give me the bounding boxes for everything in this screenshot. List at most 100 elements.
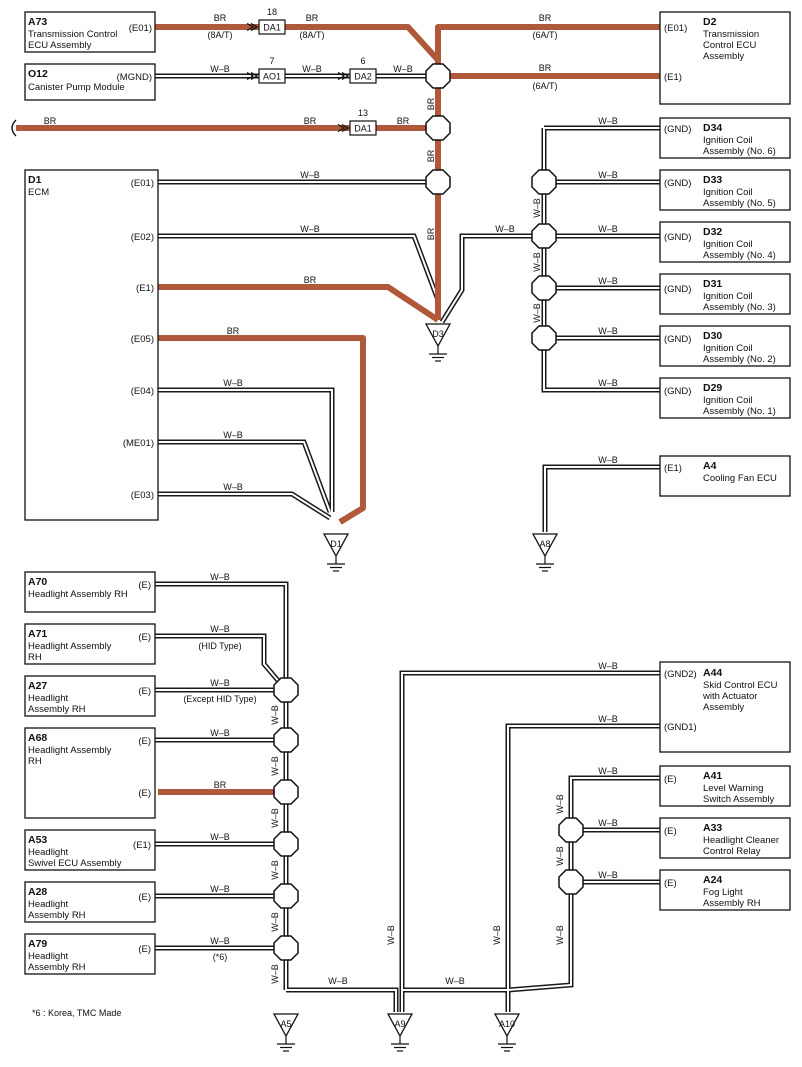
svg-text:W–B: W–B [386,925,396,945]
svg-text:W–B: W–B [555,846,565,866]
component-a53: A53 Headlight Swivel ECU Assembly (E1) [24,829,156,871]
svg-text:(8A/T): (8A/T) [207,30,232,40]
svg-text:A4: A4 [703,460,717,472]
svg-text:A24: A24 [703,874,722,886]
svg-text:BR: BR [304,116,317,126]
connector-ao1: AO1 7 [246,56,286,84]
svg-text:DA1: DA1 [354,124,372,134]
svg-text:(E05): (E05) [131,334,154,345]
svg-text:Headlight Cleaner: Headlight Cleaner [703,835,779,846]
svg-text:(*6): (*6) [213,952,228,962]
svg-text:BR: BR [539,13,552,23]
svg-text:A41: A41 [703,770,722,782]
svg-text:A70: A70 [28,576,47,588]
component-a4: (E1) A4 Cooling Fan ECU [659,455,791,497]
svg-text:(GND2): (GND2) [664,669,697,680]
svg-text:A10: A10 [499,1019,515,1029]
svg-text:(E1): (E1) [664,72,682,83]
svg-text:Ignition Coil: Ignition Coil [703,343,753,354]
component-a27: A27 Headlight Assembly RH (E) [24,675,156,717]
svg-text:RH: RH [28,756,42,767]
component-a79: A79 Headlight Assembly RH (E) [24,933,156,975]
svg-text:Headlight Assembly: Headlight Assembly [28,745,112,756]
svg-text:W–B: W–B [598,224,618,234]
svg-text:BR: BR [304,275,317,285]
svg-text:(E): (E) [664,826,677,837]
svg-text:AO1: AO1 [263,72,281,82]
svg-text:D29: D29 [703,382,722,394]
svg-text:(GND): (GND) [664,124,691,135]
svg-text:(GND): (GND) [664,178,691,189]
svg-text:(E02): (E02) [131,232,154,243]
svg-text:A8: A8 [539,539,550,549]
component-d2: (E01) (E1) D2 Transmission Control ECU A… [659,11,791,105]
svg-text:W–B: W–B [598,116,618,126]
svg-text:A53: A53 [28,834,47,846]
svg-text:W–B: W–B [598,714,618,724]
svg-text:Assembly (No. 6): Assembly (No. 6) [703,146,776,157]
svg-text:W–B: W–B [210,832,230,842]
wb-wire-layer [155,73,660,1012]
svg-text:W–B: W–B [492,925,502,945]
svg-text:D31: D31 [703,278,722,290]
svg-text:(ME01): (ME01) [123,438,154,449]
svg-text:Assembly (No. 1): Assembly (No. 1) [703,406,776,417]
svg-text:(E01): (E01) [129,23,152,34]
svg-text:W–B: W–B [328,976,348,986]
svg-text:with Actuator: with Actuator [702,691,757,702]
component-d29: (GND) D29 Ignition Coil Assembly (No. 1) [659,377,791,419]
svg-text:(E): (E) [664,774,677,785]
wire-labels: BR (8A/T) BR (8A/T) BR (6A/T) BR (6A/T) … [44,13,618,986]
svg-text:Control ECU: Control ECU [703,40,756,51]
svg-text:BR: BR [44,116,57,126]
svg-text:W–B: W–B [598,455,618,465]
svg-text:W–B: W–B [598,766,618,776]
svg-text:W–B: W–B [598,378,618,388]
svg-text:(E): (E) [138,944,151,955]
svg-text:A68: A68 [28,732,47,744]
connector-da1-mid: DA1 13 [337,108,377,136]
svg-text:(GND): (GND) [664,284,691,295]
svg-text:A5: A5 [280,1019,291,1029]
svg-text:D32: D32 [703,226,722,238]
svg-text:W–B: W–B [210,936,230,946]
svg-text:13: 13 [358,108,368,118]
svg-text:Assembly (No. 2): Assembly (No. 2) [703,354,776,365]
svg-text:(8A/T): (8A/T) [299,30,324,40]
svg-text:BR: BR [397,116,410,126]
svg-text:W–B: W–B [210,624,230,634]
svg-text:A9: A9 [394,1019,405,1029]
component-a71: A71 Headlight Assembly RH (E) [24,623,156,665]
svg-text:W–B: W–B [532,252,542,272]
svg-text:A27: A27 [28,680,47,692]
svg-text:Assembly RH: Assembly RH [28,910,86,921]
svg-text:W–B: W–B [270,705,280,725]
svg-text:(6A/T): (6A/T) [532,30,557,40]
svg-text:W–B: W–B [445,976,465,986]
svg-text:W–B: W–B [300,224,320,234]
svg-text:Ignition Coil: Ignition Coil [703,395,753,406]
svg-text:ECM: ECM [28,187,49,198]
svg-text:Assembly: Assembly [703,702,744,713]
svg-text:Headlight: Headlight [28,847,68,858]
component-d32: (GND) D32 Ignition Coil Assembly (No. 4) [659,221,791,263]
component-d31: (GND) D31 Ignition Coil Assembly (No. 3) [659,273,791,315]
svg-text:D33: D33 [703,174,722,186]
svg-text:W–B: W–B [210,64,230,74]
svg-text:(E1): (E1) [136,283,154,294]
svg-text:W–B: W–B [598,661,618,671]
svg-text:D34: D34 [703,122,722,134]
svg-text:W–B: W–B [495,224,515,234]
svg-text:W–B: W–B [598,170,618,180]
component-d34: (GND) D34 Ignition Coil Assembly (No. 6) [659,117,791,159]
svg-text:D3: D3 [432,329,444,339]
svg-text:(GND): (GND) [664,334,691,345]
svg-text:7: 7 [269,56,274,66]
svg-text:W–B: W–B [532,303,542,323]
svg-text:(GND): (GND) [664,232,691,243]
svg-text:Skid Control ECU: Skid Control ECU [703,680,778,691]
svg-text:W–B: W–B [393,64,413,74]
svg-text:Assembly: Assembly [703,51,744,62]
svg-text:W–B: W–B [532,198,542,218]
svg-text:A73: A73 [28,16,47,28]
